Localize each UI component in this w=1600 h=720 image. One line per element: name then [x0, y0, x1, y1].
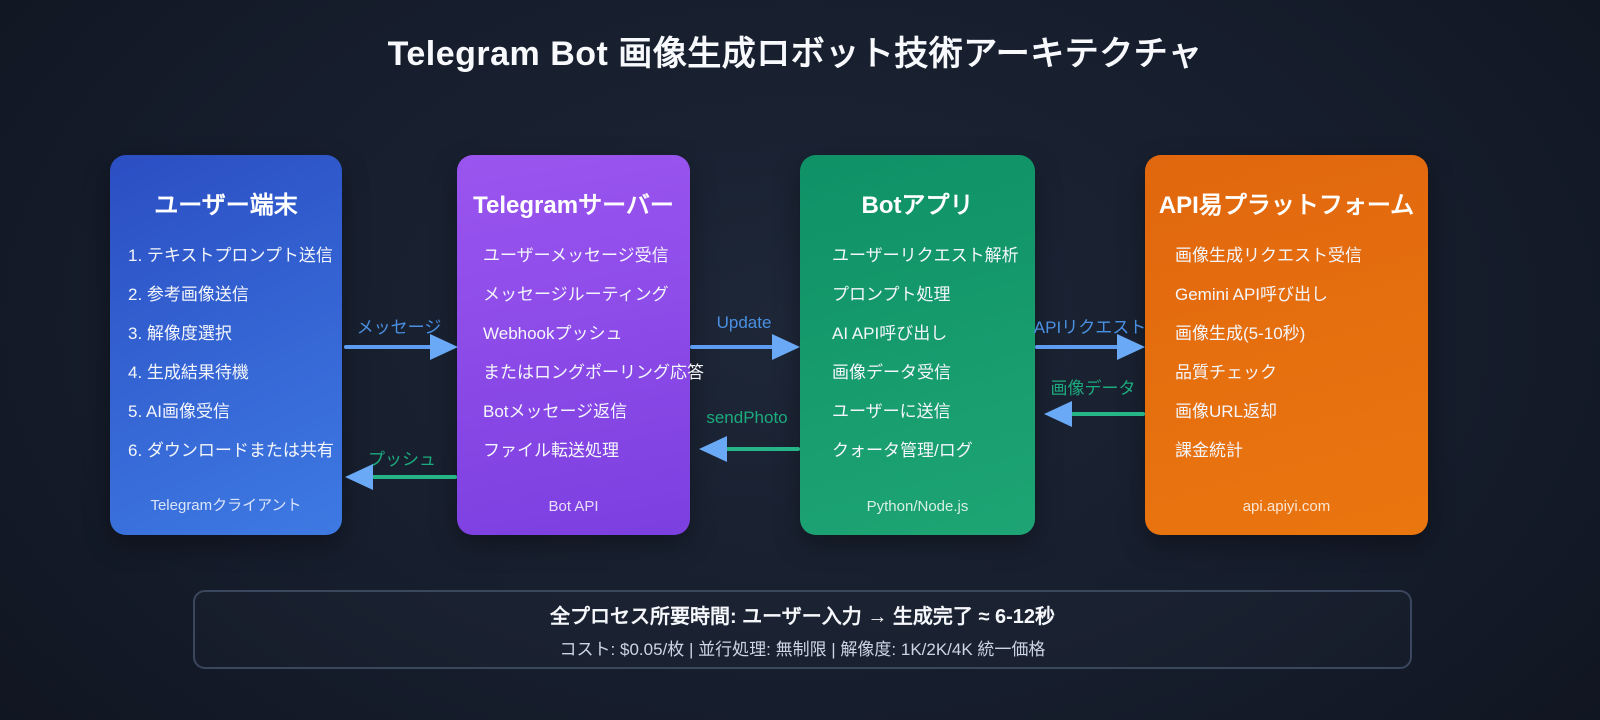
node-footer: Telegramクライアント [150, 497, 302, 514]
list-item: メッセージルーティング [483, 285, 669, 304]
node-title: Botアプリ [861, 192, 974, 219]
arrow-label: メッセージ [356, 318, 442, 337]
list-item: 1. テキストプロンプト送信 [128, 246, 333, 265]
arrowhead-right-icon [772, 334, 800, 360]
list-item: ユーザーリクエスト解析 [832, 246, 1019, 265]
list-item: 5. AI画像受信 [128, 402, 231, 421]
arrow-label: Update [716, 313, 772, 332]
list-item: 画像生成(5-10秒) [1175, 324, 1306, 343]
node-user-device: ユーザー端末 1. テキストプロンプト送信 2. 参考画像送信 3. 解像度選択… [110, 155, 342, 535]
list-item: 画像生成リクエスト受信 [1175, 246, 1362, 265]
node-bot-app: Botアプリ ユーザーリクエスト解析 プロンプト処理 AI API呼び出し 画像… [800, 155, 1035, 535]
list-item: クォータ管理/ログ [832, 441, 973, 460]
list-item: ユーザーに送信 [832, 402, 951, 421]
list-item: ユーザーメッセージ受信 [483, 246, 669, 265]
list-item: Webhookプッシュ [483, 324, 623, 343]
list-item: Botメッセージ返信 [483, 402, 628, 421]
arrow-label: 画像データ [1050, 379, 1136, 398]
list-item: 2. 参考画像送信 [128, 285, 249, 304]
summary-panel: 全プロセス所要時間: ユーザー入力 → 生成完了 ≈ 6-12秒 コスト: $0… [193, 590, 1412, 669]
list-item: 画像データ受信 [832, 363, 951, 382]
list-item: 品質チェック [1175, 363, 1277, 382]
node-item-list: 画像生成リクエスト受信 Gemini API呼び出し 画像生成(5-10秒) 品… [1145, 247, 1428, 481]
arrowhead-left-icon [699, 436, 727, 462]
list-item: 4. 生成結果待機 [128, 363, 249, 382]
node-title: ユーザー端末 [154, 192, 298, 219]
summary-cost-info: コスト: $0.05/枚 | 並行処理: 無制限 | 解像度: 1K/2K/4K… [559, 639, 1046, 659]
arrow-label: APIリクエスト [1033, 318, 1147, 337]
list-item: またはロングポーリング応答 [483, 363, 704, 382]
list-item: プロンプト処理 [832, 285, 951, 304]
list-item: Gemini API呼び出し [1175, 285, 1329, 304]
summary-total-time: 全プロセス所要時間: ユーザー入力 → 生成完了 ≈ 6-12秒 [549, 605, 1056, 628]
list-item: 3. 解像度選択 [128, 324, 232, 343]
node-footer: api.apiyi.com [1242, 498, 1331, 515]
node-footer: Bot API [548, 498, 599, 515]
arrowhead-right-icon [430, 334, 458, 360]
arrow-line [372, 475, 457, 479]
arrowhead-right-icon [1117, 334, 1145, 360]
node-title: API易プラットフォーム [1158, 192, 1415, 219]
node-item-list: 1. テキストプロンプト送信 2. 参考画像送信 3. 解像度選択 4. 生成結… [110, 247, 342, 481]
node-telegram-server: Telegramサーバー ユーザーメッセージ受信 メッセージルーティング Web… [457, 155, 704, 535]
node-footer: Python/Node.js [866, 498, 969, 515]
list-item: 画像URL返却 [1175, 402, 1278, 421]
node-api-platform: API易プラットフォーム 画像生成リクエスト受信 Gemini API呼び出し … [1145, 155, 1428, 535]
arrowhead-left-icon [345, 464, 373, 490]
arrow-label: sendPhoto [706, 408, 788, 427]
arrow-label: プッシュ [368, 450, 436, 469]
page-title: Telegram Bot 画像生成ロボット技術アーキテクチャ [387, 35, 1203, 73]
arrow-line [726, 447, 800, 451]
list-item: ファイル転送処理 [483, 441, 619, 460]
node-title: Telegramサーバー [473, 192, 674, 219]
node-item-list: ユーザーリクエスト解析 プロンプト処理 AI API呼び出し 画像データ受信 ユ… [800, 247, 1035, 481]
arrow-line [344, 345, 432, 349]
arrow-line [1071, 412, 1145, 416]
list-item: 課金統計 [1175, 441, 1243, 460]
arrowhead-left-icon [1044, 401, 1072, 427]
arrow-line [1035, 345, 1119, 349]
arrow-line [690, 345, 774, 349]
list-item: 6. ダウンロードまたは共有 [128, 441, 334, 460]
node-item-list: ユーザーメッセージ受信 メッセージルーティング Webhookプッシュ またはロ… [457, 246, 704, 481]
list-item: AI API呼び出し [832, 324, 948, 343]
